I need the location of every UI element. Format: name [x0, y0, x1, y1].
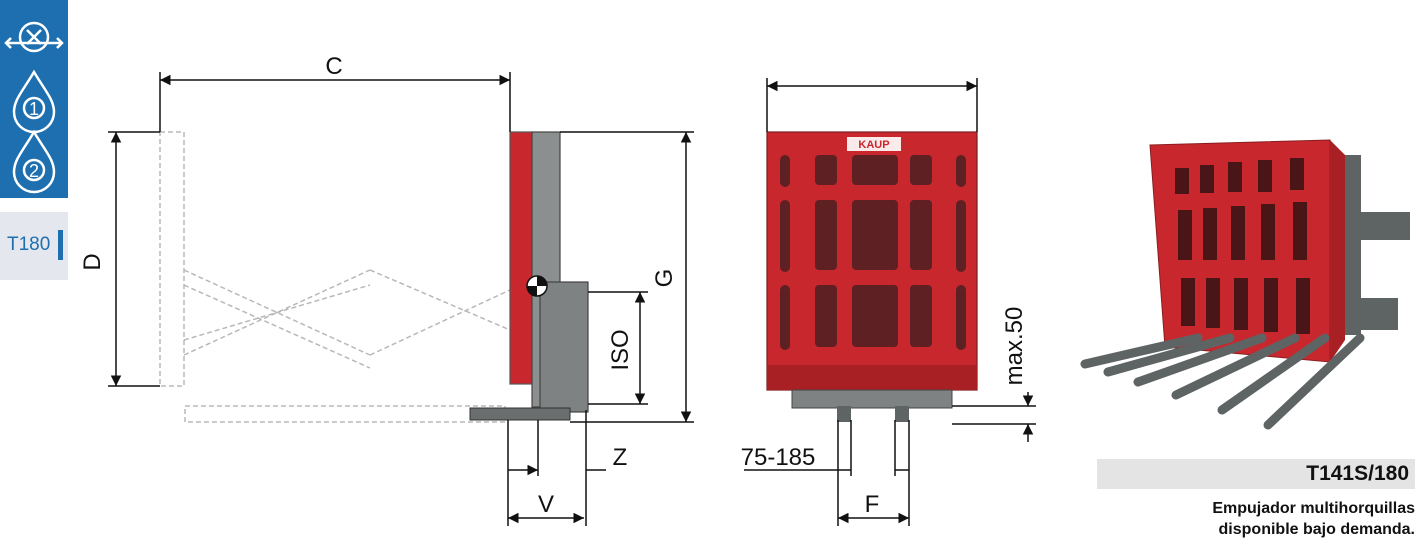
product-render: [1080, 139, 1410, 430]
side-view-dimensions: [108, 72, 694, 526]
t180-bar: [58, 230, 63, 260]
side-view-extended-ghost: [159, 131, 511, 423]
kaup-logo: KAUP: [858, 139, 889, 151]
dim-f-label: F: [865, 491, 880, 518]
t180-label: T180: [7, 234, 51, 255]
dim-max50-label: max.50: [1001, 307, 1028, 386]
dim-c-label: C: [325, 53, 342, 80]
svg-text:1: 1: [29, 99, 39, 119]
side-view-retracted: [469, 131, 589, 421]
caption-line-1: Empujador multihorquillas: [1212, 500, 1415, 517]
dim-range-label: 75-185: [741, 444, 816, 471]
t180-badge: T180: [0, 212, 68, 280]
caption-line-2: disponible bajo demanda.: [1218, 521, 1415, 538]
feature-icon-bar: 1 2: [0, 0, 68, 198]
valve-2-icon: 2: [12, 129, 56, 194]
dim-g-label: G: [651, 269, 678, 288]
front-view-dimensions: [744, 78, 1036, 526]
dim-iso-label: ISO: [607, 329, 634, 370]
dim-v-label: V: [538, 491, 554, 518]
front-view-frame: [766, 131, 978, 422]
model-label: T141S/180: [1306, 462, 1409, 485]
model-bar: T141S/180: [1097, 459, 1415, 489]
product-caption: Empujador multihorquillas disponible baj…: [1097, 498, 1415, 540]
dim-z-label: Z: [613, 444, 628, 471]
dim-d-label: D: [79, 253, 106, 270]
sideshift-icon: [4, 21, 64, 53]
svg-text:2: 2: [29, 161, 39, 181]
